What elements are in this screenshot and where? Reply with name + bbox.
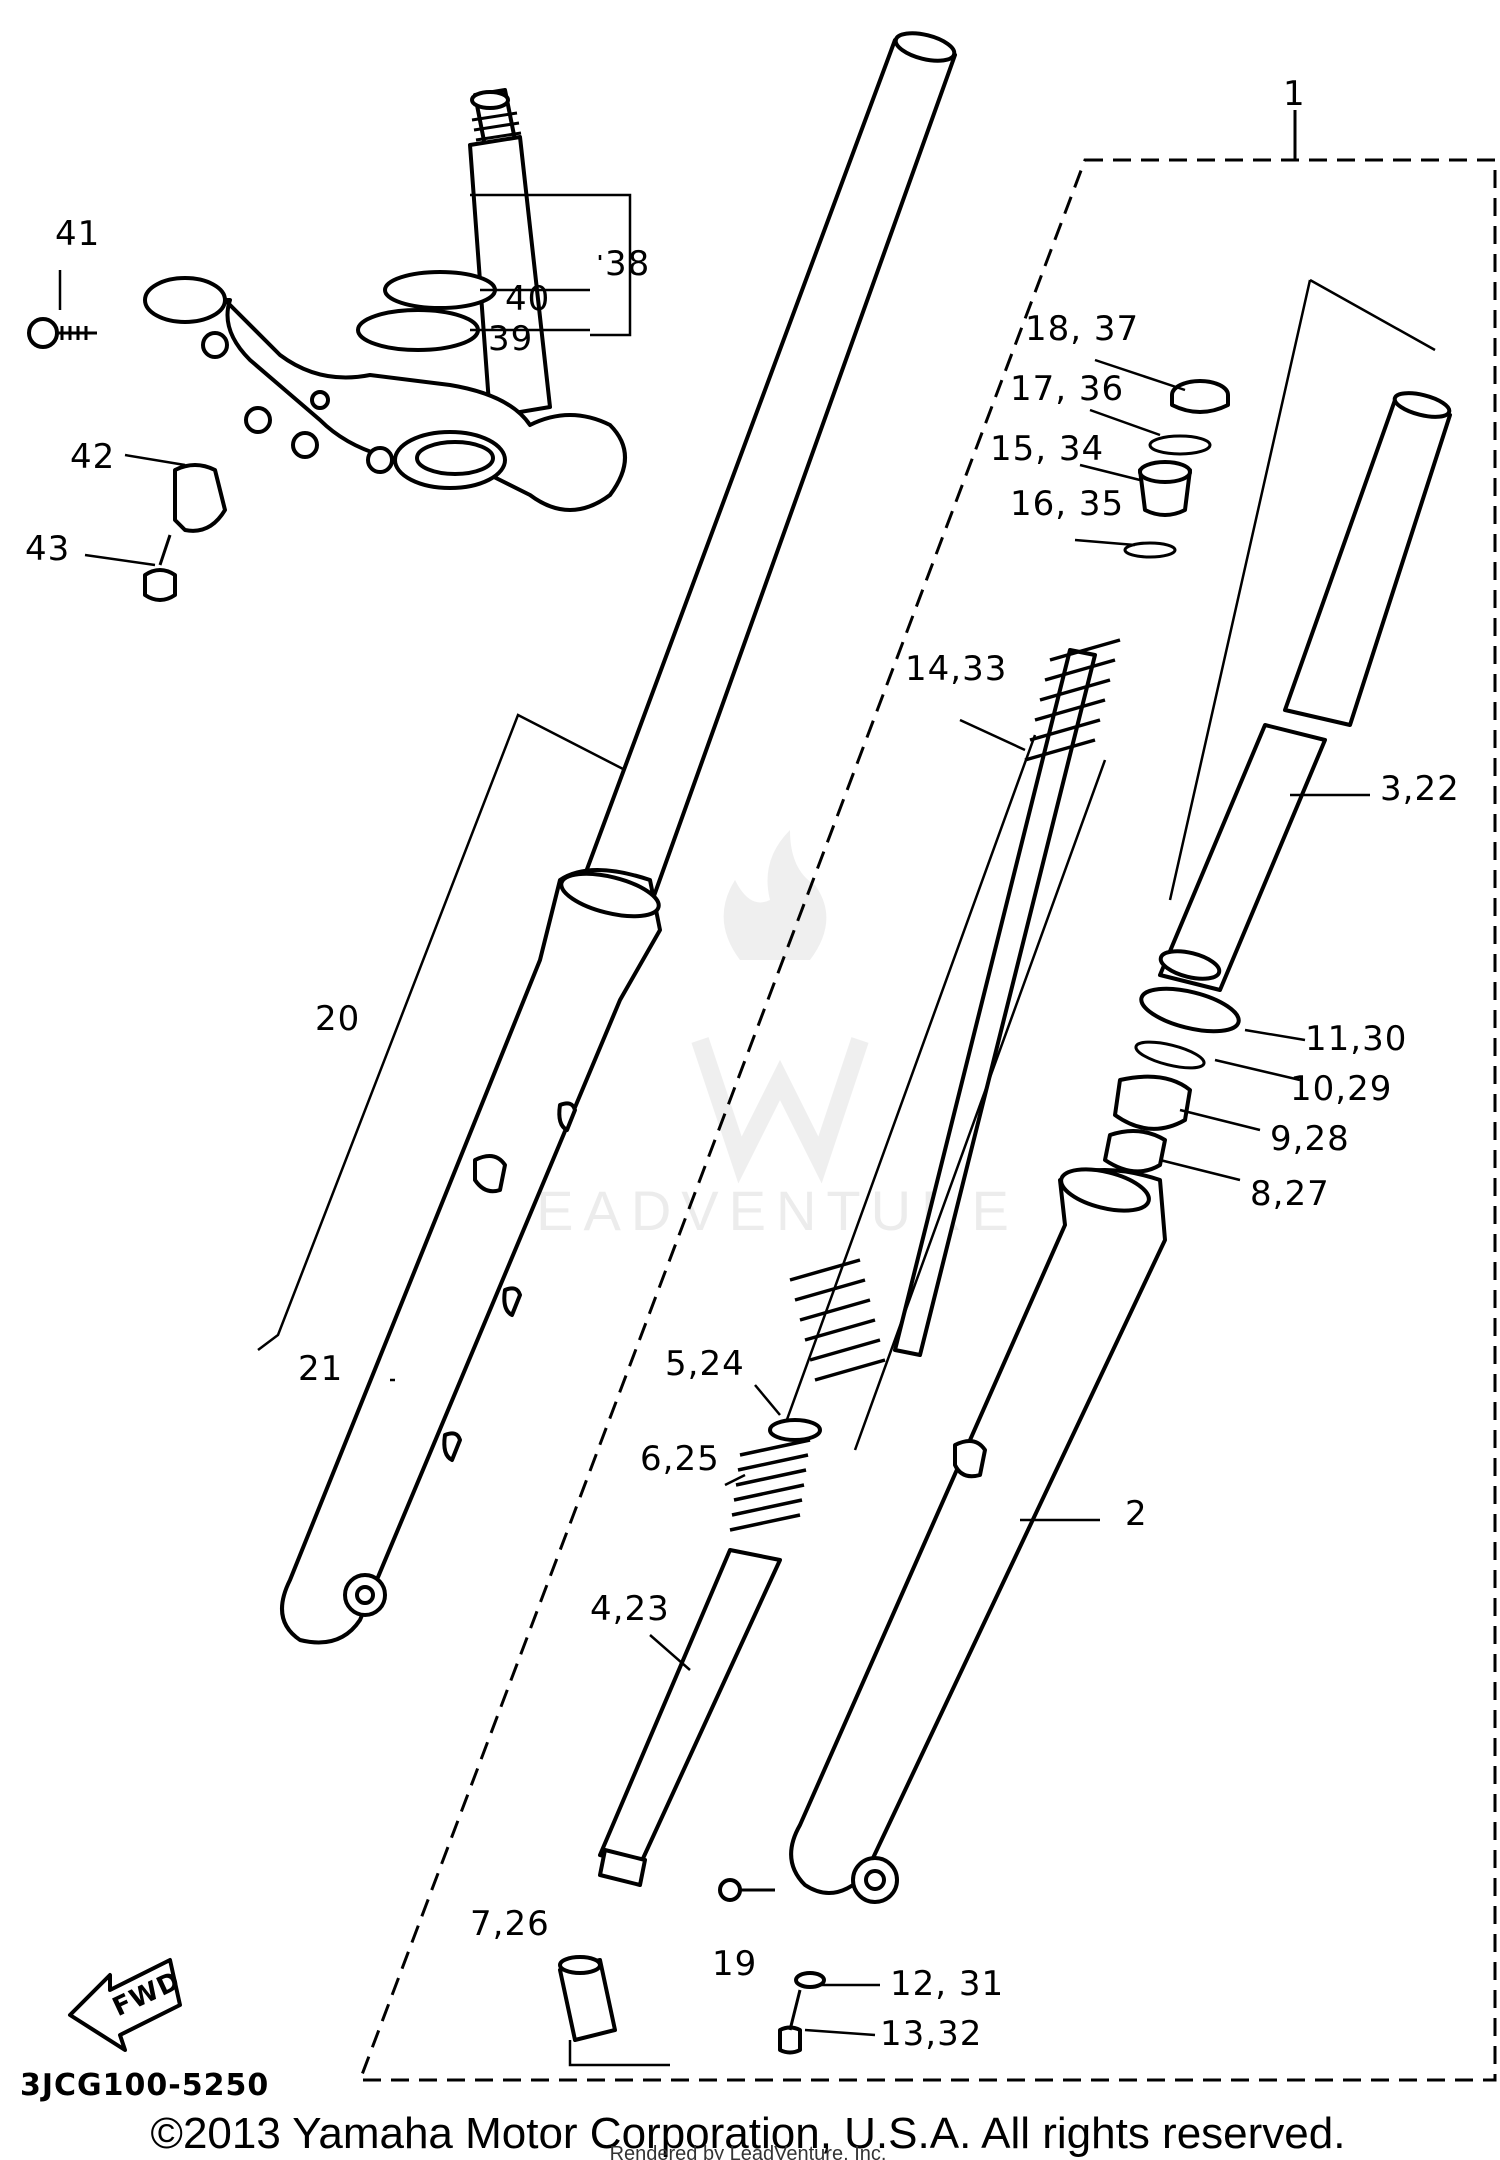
leadventure-watermark: LEADVENTURE	[495, 830, 1009, 1242]
callout-4-23: 4,23	[590, 1589, 670, 1629]
callout-41: 41	[55, 214, 100, 254]
callout-17-36: 17, 36	[1010, 369, 1124, 409]
callout-12-31: 12, 31	[890, 1964, 1004, 2004]
callout-18-37: 18, 37	[1025, 309, 1139, 349]
fork-assembly-boundary	[357, 110, 1497, 2082]
callout-20: 20	[315, 999, 360, 1039]
callout-5-24: 5,24	[665, 1344, 745, 1384]
callout-3-22: 3,22	[1380, 769, 1460, 809]
callout-39: 39	[488, 319, 533, 359]
callout-8-27: 8,27	[1250, 1174, 1330, 1214]
callout-2: 2	[1125, 1494, 1148, 1534]
callout-1: 1	[1283, 74, 1306, 114]
callout-43: 43	[25, 529, 70, 569]
callout-14-33: 14,33	[905, 649, 1007, 689]
callout-9-28: 9,28	[1270, 1119, 1350, 1159]
steering-stem-assembly	[27, 88, 627, 602]
callout-38: 38	[605, 244, 650, 284]
callout-19: 19	[712, 1944, 757, 1984]
right-fork-internals	[558, 278, 1452, 2067]
callout-11-30: 11,30	[1305, 1019, 1407, 1059]
callout-6-25: 6,25	[640, 1439, 720, 1479]
callout-15-34: 15, 34	[990, 429, 1104, 469]
leader-lines	[58, 193, 1370, 2037]
callout-40: 40	[505, 279, 550, 319]
copyright-notice: ©2013 Yamaha Motor Corporation, U.S.A. A…	[151, 2109, 1346, 2158]
callout-21: 21	[298, 1349, 343, 1389]
callout-13-32: 13,32	[880, 2014, 982, 2054]
callout-42: 42	[70, 437, 115, 477]
left-fork-assembly	[257, 31, 957, 1645]
drawing-code: 3JCG100-5250	[20, 2068, 269, 2103]
callout-16-35: 16, 35	[1010, 484, 1124, 524]
rendered-by-notice: Rendered by LeadVenture, Inc.	[610, 2143, 887, 2160]
fwd-arrow-icon: FWD	[68, 1958, 185, 2052]
callout-7-26: 7,26	[470, 1904, 550, 1944]
callout-10-29: 10,29	[1290, 1069, 1392, 1109]
callout-labels: 1 2 3,22 4,23 5,24 6,25 7,26 8,27 9,28 1…	[25, 74, 1460, 2054]
